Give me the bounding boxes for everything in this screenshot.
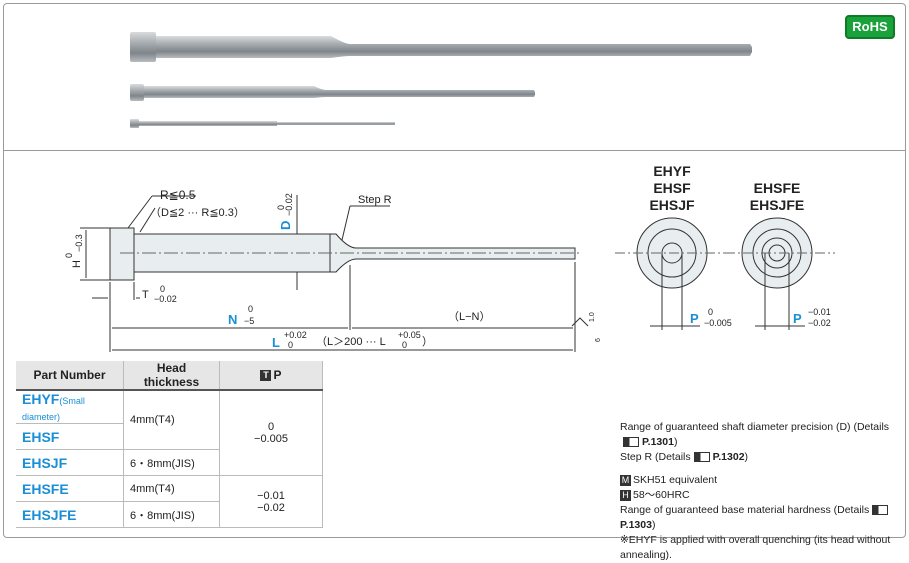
head-thickness-cell: 6・8mm(JIS) [123,449,220,476]
technical-drawing: R≦0.5 （D≦2 ··· R≦0.3） Step R D 0 −0.02 H… [64,32,835,352]
h-tol: −0.3 [74,234,84,252]
t-tol-top: 0 [160,284,165,294]
l-label: L [272,335,280,350]
material-icon: M [620,475,631,486]
left-p-tol-bot: −0.005 [704,318,732,328]
right-p-tol-top: −0.01 [808,307,831,317]
p-tolerance-cell: −0.01−0.02 [219,475,323,528]
catalog-book-icon [872,505,889,516]
end-view-left [615,217,730,330]
head-thickness-cell: 4mm(T4) [123,475,220,502]
hardness-icon: H [620,490,631,501]
r-condition-label: （D≦2 ··· R≦0.3） [150,206,245,219]
p-tolerance-cell: 0−0.005 [219,390,323,476]
pin-photo-large [130,32,752,62]
d-label: D [278,221,293,230]
n-tol-top: 0 [248,304,253,314]
part-number-cell: EHYF(Small diameter) [16,390,124,424]
l-tol-top: +0.02 [284,330,307,340]
header-head-thickness: Head thickness [123,361,220,391]
note-quenching: ※EHYF is applied with overall quenching … [620,534,891,561]
view-title-ehsjf: EHSJF [649,197,695,213]
d-tol-top: 0 [276,205,286,210]
table-row: EHYF(Small diameter) 4mm(T4) 0−0.005 [16,390,323,476]
head-thickness-cell: 4mm(T4) [123,390,220,450]
note-hardness-range: Range of guaranteed base material hardne… [620,503,909,533]
left-p-label: P [690,311,699,326]
step-r-label: Step R [358,194,392,206]
t-label: T [142,289,149,301]
tolerance-icon: T [260,370,272,382]
part-number-cell: EHSF [16,423,124,450]
table-row: EHSF [16,423,323,450]
view-title-ehyf: EHYF [653,163,691,179]
catalog-book-icon [623,437,639,448]
header-part-number: Part Number [16,361,124,391]
right-p-tol-bot: −0.02 [808,318,831,328]
right-p-label: P [793,311,802,326]
head-thickness-cell: 6・8mm(JIS) [123,501,220,528]
d-tol-bot: −0.02 [284,193,294,216]
part-number-cell: EHSJFE [16,501,124,528]
left-p-tol-top: 0 [708,307,713,317]
notes-block: Range of guaranteed shaft diameter preci… [620,420,909,563]
table-row: EHSJF 6・8mm(JIS) [16,449,323,476]
surface-finish-a: 1.0 [589,312,596,322]
section-divider [3,150,906,151]
h-label: H [71,260,83,268]
view-title-ehsfe: EHSFE [754,180,801,196]
rohs-badge: RoHS [845,15,895,39]
table-row: EHSFE 4mm(T4) −0.01−0.02 [16,475,323,528]
t-tol-bot: −0.02 [154,294,177,304]
h-tol-zero: 0 [64,253,74,258]
pin-photo-small [130,119,395,128]
l-condition: （L＞200 ··· L [316,335,386,348]
part-number-cell: EHSJF [16,449,124,476]
l-close: ） [422,335,433,348]
n-label: N [228,312,237,327]
view-title-ehsjfe: EHSJFE [750,197,804,213]
l2-tol-top: +0.05 [398,330,421,340]
end-view-right [725,217,835,330]
pin-drawing [80,195,589,352]
n-tol-bot: −5 [244,316,254,326]
table-row: EHSJFE 6・8mm(JIS) [16,501,323,528]
catalog-book-icon [693,452,710,463]
part-number-cell: EHSFE [16,475,124,502]
r-top-label: R≦0.5 [160,188,196,202]
l2-tol-bot: 0 [402,340,407,350]
l-tol-bot: 0 [288,340,293,350]
note-shaft-precision: Range of guaranteed shaft diameter preci… [620,421,890,448]
view-title-ehsf: EHSF [653,180,691,196]
surface-finish-b: 6 [595,338,602,342]
pin-photo-medium [130,84,535,101]
l-minus-n-label: （L−N） [448,310,491,323]
